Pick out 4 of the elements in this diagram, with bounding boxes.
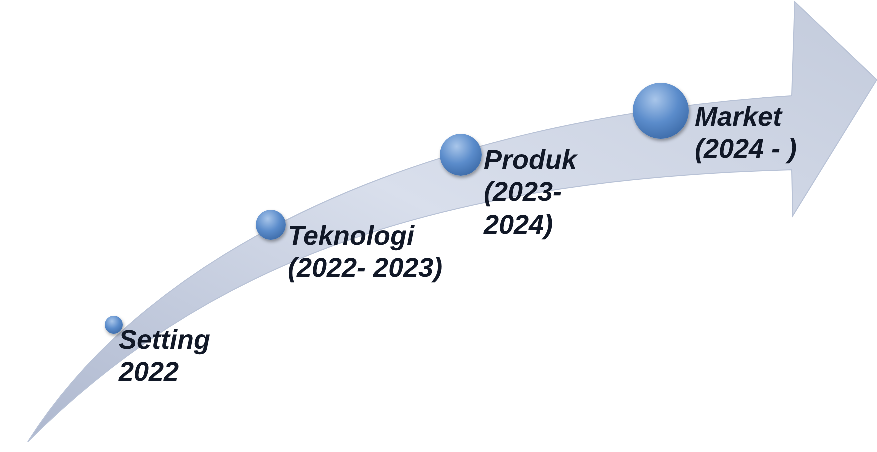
milestone-label: Setting 2022 bbox=[119, 324, 212, 389]
milestone-label: Produk (2023- 2024) bbox=[484, 144, 579, 242]
milestone-label: Market (2024 - ) bbox=[695, 101, 798, 166]
milestone-label: Teknologi (2022- 2023) bbox=[288, 220, 444, 285]
